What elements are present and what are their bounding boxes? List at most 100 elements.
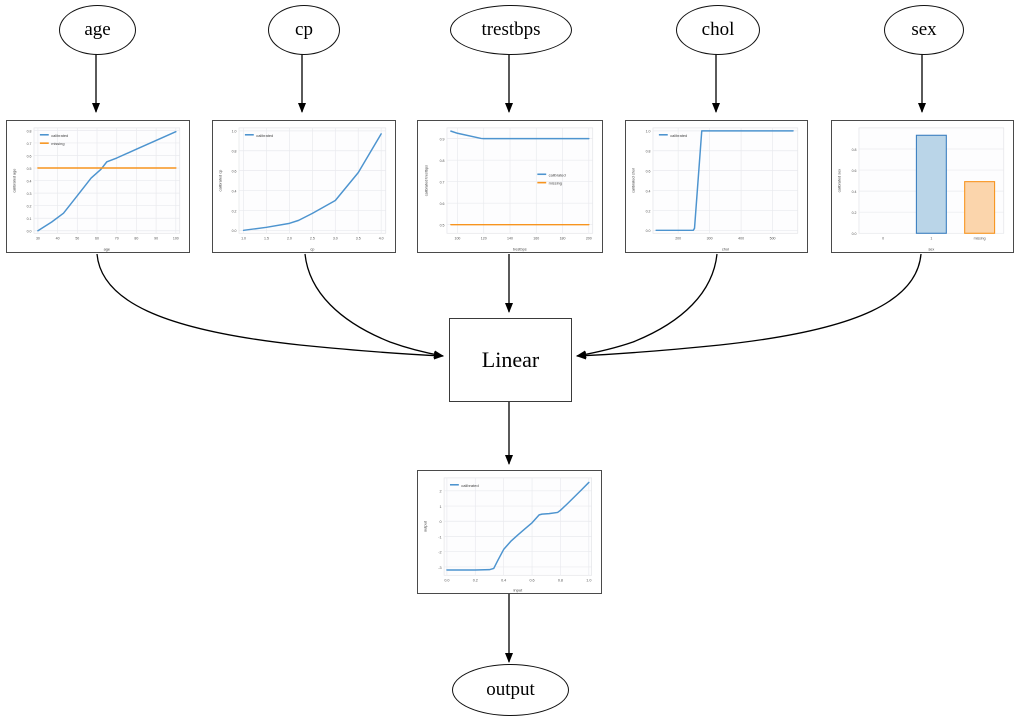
svg-text:calibrated: calibrated <box>51 133 68 138</box>
svg-text:1.5: 1.5 <box>264 236 269 240</box>
svg-text:0.6: 0.6 <box>646 170 651 174</box>
svg-text:missing: missing <box>549 181 562 186</box>
svg-text:0.8: 0.8 <box>852 148 857 152</box>
svg-text:calibrated trestbps: calibrated trestbps <box>424 165 428 196</box>
svg-text:0.6: 0.6 <box>27 154 32 158</box>
svg-text:calibrated: calibrated <box>256 133 273 138</box>
svg-text:100: 100 <box>455 236 461 240</box>
node-trestbps[interactable]: trestbps <box>450 5 572 55</box>
svg-text:80: 80 <box>134 236 138 240</box>
svg-text:1: 1 <box>930 236 932 240</box>
svg-text:90: 90 <box>154 236 158 240</box>
svg-text:-3: -3 <box>438 566 441 570</box>
svg-text:140: 140 <box>507 236 513 240</box>
svg-text:0.0: 0.0 <box>27 230 32 234</box>
svg-text:0.2: 0.2 <box>473 578 478 582</box>
svg-text:70: 70 <box>115 236 119 240</box>
node-age[interactable]: age <box>59 5 136 55</box>
svg-text:0.5: 0.5 <box>27 167 32 171</box>
svg-text:calibrated age: calibrated age <box>12 169 16 193</box>
edge-agechart-to-linear <box>96 253 444 360</box>
svg-text:300: 300 <box>707 236 713 240</box>
svg-text:missing: missing <box>974 236 986 240</box>
svg-text:0.4: 0.4 <box>27 179 32 183</box>
svg-text:0.2: 0.2 <box>646 209 651 213</box>
svg-text:calibrated: calibrated <box>549 172 566 177</box>
svg-text:cp: cp <box>310 248 314 252</box>
edge-cholchart-to-linear <box>576 253 718 359</box>
svg-text:0.9: 0.9 <box>440 138 445 142</box>
svg-text:0.6: 0.6 <box>529 578 534 582</box>
svg-text:input: input <box>514 588 524 593</box>
svg-text:trestbps: trestbps <box>513 248 527 252</box>
svg-text:age: age <box>104 248 110 252</box>
node-sex-label: sex <box>911 19 937 40</box>
svg-text:0.8: 0.8 <box>232 150 237 154</box>
svg-text:0.0: 0.0 <box>646 229 651 233</box>
node-linear-label: Linear <box>481 347 540 372</box>
svg-text:0.6: 0.6 <box>440 202 445 206</box>
node-linear[interactable]: Linear <box>449 318 572 402</box>
svg-text:1: 1 <box>440 505 442 509</box>
svg-text:-2: -2 <box>438 551 441 555</box>
svg-text:0.2: 0.2 <box>852 211 857 215</box>
svg-text:calibrated: calibrated <box>461 483 478 488</box>
svg-text:30: 30 <box>36 236 40 240</box>
svg-text:0.5: 0.5 <box>440 224 445 228</box>
svg-text:sex: sex <box>928 248 934 252</box>
svg-text:2: 2 <box>440 490 442 494</box>
svg-text:0.8: 0.8 <box>646 150 651 154</box>
svg-text:calibrated sex: calibrated sex <box>837 169 841 193</box>
node-sex[interactable]: sex <box>884 5 964 55</box>
svg-text:missing: missing <box>51 141 64 146</box>
svg-text:0.8: 0.8 <box>558 578 563 582</box>
node-output[interactable]: output <box>452 664 569 716</box>
svg-text:0.4: 0.4 <box>501 578 506 582</box>
svg-text:200: 200 <box>586 236 592 240</box>
svg-text:1.0: 1.0 <box>646 130 651 134</box>
svg-text:0.4: 0.4 <box>232 189 237 193</box>
svg-text:1.0: 1.0 <box>586 578 591 582</box>
svg-text:160: 160 <box>533 236 539 240</box>
node-chol-label: chol <box>701 19 735 40</box>
svg-text:2.0: 2.0 <box>287 236 292 240</box>
node-age-label: age <box>84 19 111 40</box>
svg-text:calibrated chol: calibrated chol <box>631 168 635 193</box>
svg-text:0.0: 0.0 <box>852 232 857 236</box>
svg-text:0.2: 0.2 <box>232 209 237 213</box>
svg-text:0.4: 0.4 <box>852 190 857 194</box>
svg-text:0: 0 <box>882 236 884 240</box>
node-cp[interactable]: cp <box>268 5 340 55</box>
svg-text:2.5: 2.5 <box>310 236 315 240</box>
svg-text:calibrated cp: calibrated cp <box>218 170 222 192</box>
svg-text:100: 100 <box>173 236 179 240</box>
node-output-label: output <box>486 679 535 700</box>
svg-text:60: 60 <box>95 236 99 240</box>
svg-text:0.2: 0.2 <box>27 205 32 209</box>
svg-text:0.4: 0.4 <box>646 189 651 193</box>
svg-text:4.0: 4.0 <box>379 236 384 240</box>
svg-text:180: 180 <box>560 236 566 240</box>
svg-text:calibrated: calibrated <box>670 133 687 138</box>
node-chol[interactable]: chol <box>676 5 760 55</box>
svg-text:120: 120 <box>481 236 487 240</box>
svg-text:0.8: 0.8 <box>440 159 445 163</box>
svg-text:0.7: 0.7 <box>27 142 32 146</box>
svg-text:500: 500 <box>770 236 776 240</box>
svg-text:3.0: 3.0 <box>333 236 338 240</box>
svg-text:0.1: 0.1 <box>27 217 32 221</box>
svg-text:0.3: 0.3 <box>27 192 32 196</box>
